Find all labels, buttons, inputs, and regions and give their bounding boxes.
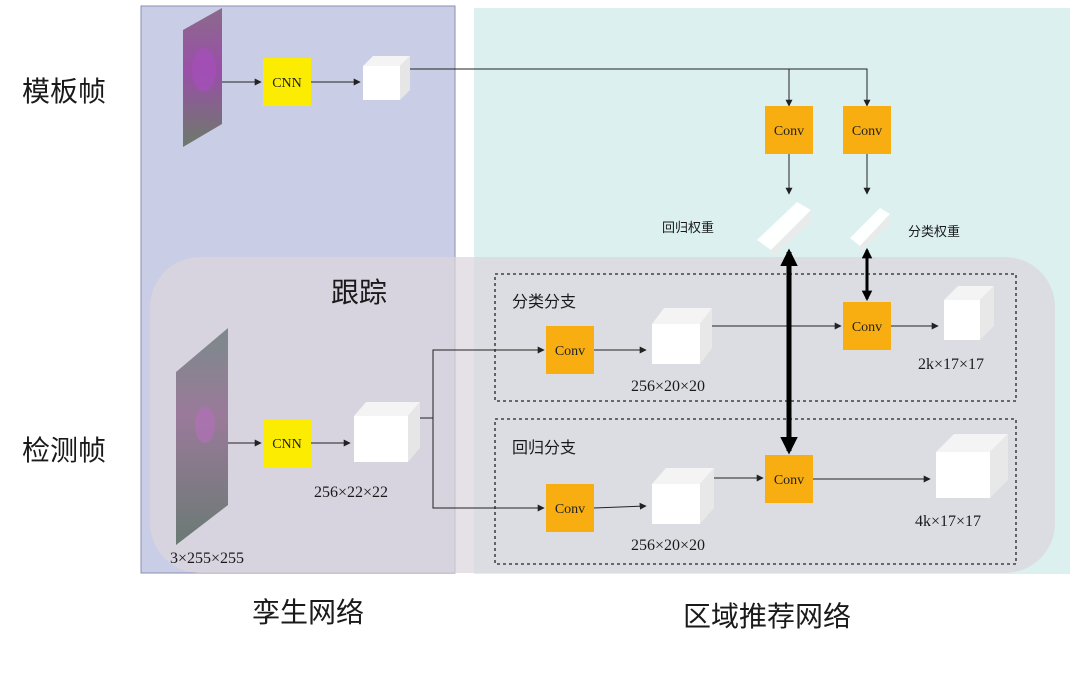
classification-conv-2-text: Conv xyxy=(852,320,882,335)
detection-cnn-block: CNN xyxy=(263,419,311,467)
rpn-label: 区域推荐网络 xyxy=(683,600,851,633)
classification-conv-1: Conv xyxy=(546,326,594,374)
classification-weight-conv: Conv xyxy=(843,106,891,154)
template-image xyxy=(183,8,222,147)
detection-image xyxy=(176,328,228,545)
detection-cnn-text: CNN xyxy=(272,437,302,452)
regression-feature-dim: 256×20×20 xyxy=(631,537,705,554)
template-frame-label: 模板帧 xyxy=(22,75,106,108)
classification-conv-1-text: Conv xyxy=(555,344,585,359)
regression-weight-conv-text: Conv xyxy=(774,124,804,139)
classification-output-dim: 2k×17×17 xyxy=(918,356,984,373)
regression-conv-2-text: Conv xyxy=(774,473,804,488)
siamese-network-label: 孪生网络 xyxy=(252,596,364,629)
regression-conv-2: Conv xyxy=(765,455,813,503)
tracking-label: 跟踪 xyxy=(331,276,387,309)
regression-conv-1-text: Conv xyxy=(555,502,585,517)
regression-weight-conv: Conv xyxy=(765,106,813,154)
regression-weight-label: 回归权重 xyxy=(662,220,714,236)
classification-branch-label: 分类分支 xyxy=(512,292,576,311)
classification-feature-cube xyxy=(652,308,712,364)
detection-frame-label: 检测帧 xyxy=(22,434,106,467)
classification-weight-label: 分类权重 xyxy=(908,224,960,240)
regression-conv-1: Conv xyxy=(546,484,594,532)
regression-output-cube xyxy=(936,434,1008,498)
detection-feature-cube xyxy=(354,402,420,462)
classification-feature-dim: 256×20×20 xyxy=(631,378,705,395)
detection-input-dim: 3×255×255 xyxy=(170,550,244,567)
regression-branch-label: 回归分支 xyxy=(512,438,576,457)
template-cnn-block: CNN xyxy=(263,58,311,106)
template-cnn-text: CNN xyxy=(272,76,302,91)
template-feature-cube xyxy=(363,56,410,100)
classification-weight-conv-text: Conv xyxy=(852,124,882,139)
regression-output-dim: 4k×17×17 xyxy=(915,513,981,530)
tracking-panel xyxy=(150,257,1055,573)
classification-output-cube xyxy=(944,286,994,340)
regression-weight-kernel xyxy=(757,202,811,258)
classification-branch-box xyxy=(494,273,1017,402)
regression-branch-box xyxy=(494,418,1017,565)
detection-feature-dim: 256×22×22 xyxy=(314,484,388,501)
classification-weight-kernel xyxy=(850,208,890,252)
classification-conv-2: Conv xyxy=(843,302,891,350)
regression-feature-cube xyxy=(652,468,714,524)
